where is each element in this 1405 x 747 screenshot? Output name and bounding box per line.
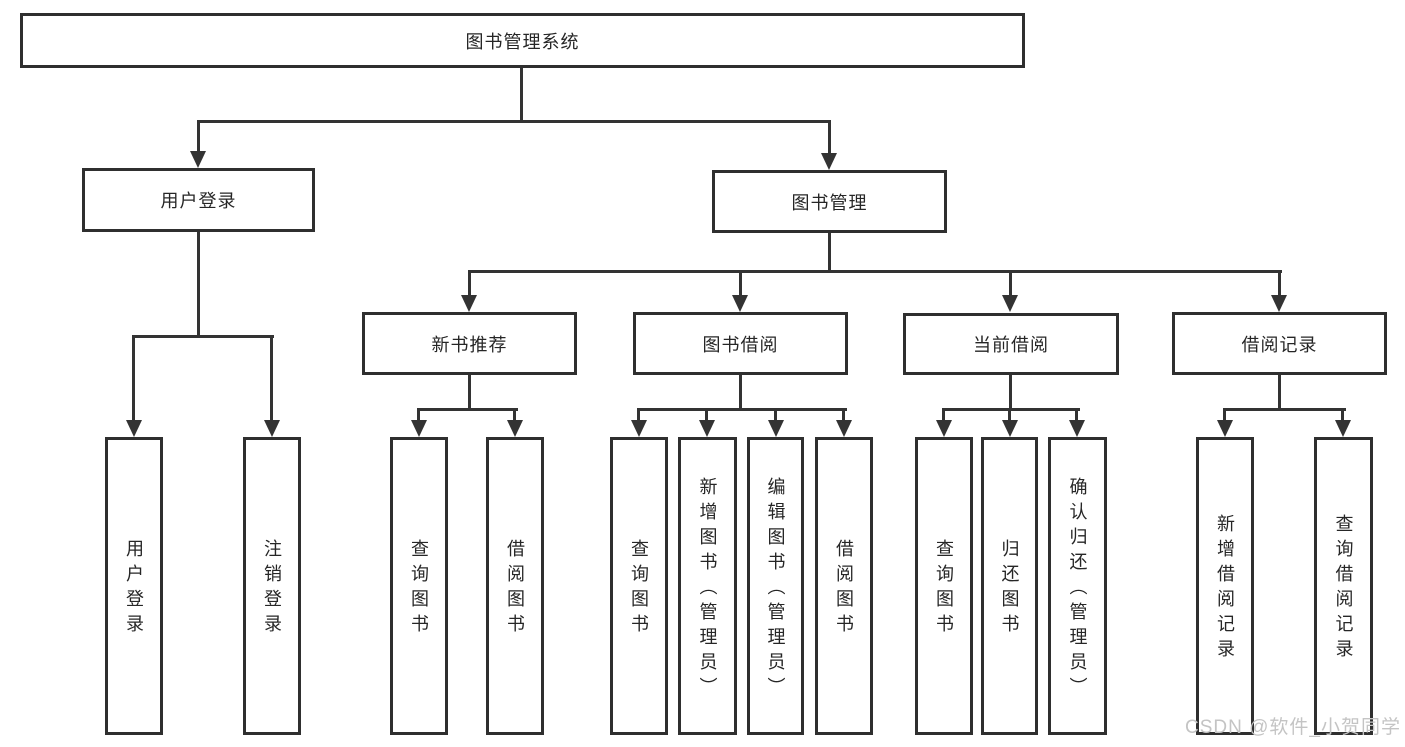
arrowhead-down-icon — [1069, 420, 1085, 437]
leaf-query-books-recommend: 查询图书 — [390, 437, 448, 735]
leaf-add-books-admin: 新增图书（管理员） — [678, 437, 737, 735]
leaf-query-books-borrow: 查询图书 — [610, 437, 668, 735]
connector-arrow-stem — [197, 120, 200, 153]
csdn-watermark: CSDN @软件_小贺同学 — [1185, 717, 1401, 738]
leaf-edit-books-admin: 编辑图书（管理员） — [747, 437, 804, 735]
leaf-borrow-books-recommend: 借阅图书 — [486, 437, 544, 735]
arrowhead-down-icon — [1335, 420, 1351, 437]
arrowhead-down-icon — [190, 151, 206, 168]
connector-current-borrow-stem — [1009, 375, 1012, 408]
arrowhead-down-icon — [507, 420, 523, 437]
connector-arrow-stem — [739, 270, 742, 297]
connector-arrow-stem — [842, 408, 845, 422]
node-borrow-record: 借阅记录 — [1172, 312, 1387, 375]
arrowhead-down-icon — [631, 420, 647, 437]
arrowhead-down-icon — [1217, 420, 1233, 437]
node-book-management: 图书管理 — [712, 170, 947, 233]
node-book-borrow: 图书借阅 — [633, 312, 848, 375]
arrowhead-down-icon — [461, 295, 477, 312]
arrowhead-down-icon — [836, 420, 852, 437]
connector-arrow-stem — [637, 408, 640, 422]
connector-current-borrow-branch — [942, 408, 1080, 411]
leaf-confirm-return-admin: 确认归还（管理员） — [1048, 437, 1107, 735]
connector-arrow-stem — [828, 120, 831, 155]
connector-arrow-stem — [1223, 408, 1226, 422]
connector-level3-branch — [468, 270, 1282, 273]
connector-user-login-branch — [132, 335, 274, 338]
node-user-login: 用户登录 — [82, 168, 315, 232]
arrowhead-down-icon — [264, 420, 280, 437]
arrowhead-down-icon — [1002, 420, 1018, 437]
leaf-query-borrow-record: 查询借阅记录 — [1314, 437, 1373, 735]
connector-borrow-record-stem — [1278, 375, 1281, 408]
node-current-borrow: 当前借阅 — [903, 313, 1119, 375]
connector-new-book-stem — [468, 375, 471, 408]
connector-arrow-stem — [513, 408, 516, 422]
connector-arrow-stem — [132, 335, 135, 421]
connector-arrow-stem — [468, 270, 471, 297]
node-new-book-recommend: 新书推荐 — [362, 312, 577, 375]
connector-arrow-stem — [1009, 270, 1012, 297]
connector-new-book-branch — [417, 408, 518, 411]
connector-arrow-stem — [705, 408, 708, 422]
arrowhead-down-icon — [936, 420, 952, 437]
arrowhead-down-icon — [1271, 295, 1287, 312]
connector-book-borrow-stem — [739, 375, 742, 408]
leaf-query-books-current: 查询图书 — [915, 437, 973, 735]
leaf-user-login: 用户登录 — [105, 437, 163, 735]
leaf-logout: 注销登录 — [243, 437, 301, 735]
arrowhead-down-icon — [411, 420, 427, 437]
arrowhead-down-icon — [732, 295, 748, 312]
connector-level2-branch — [197, 120, 831, 123]
node-root: 图书管理系统 — [20, 13, 1025, 68]
connector-book-borrow-branch — [637, 408, 847, 411]
connector-arrow-stem — [1008, 408, 1011, 422]
connector-arrow-stem — [1341, 408, 1344, 422]
connector-borrow-record-branch — [1223, 408, 1346, 411]
connector-arrow-stem — [942, 408, 945, 422]
arrowhead-down-icon — [768, 420, 784, 437]
connector-book-management-stem — [828, 233, 831, 270]
connector-user-login-stem — [197, 232, 200, 335]
arrowhead-down-icon — [699, 420, 715, 437]
connector-arrow-stem — [774, 408, 777, 422]
connector-arrow-stem — [1075, 408, 1078, 422]
connector-arrow-stem — [417, 408, 420, 422]
connector-arrow-stem — [270, 335, 273, 421]
connector-arrow-stem — [1278, 270, 1281, 297]
arrowhead-down-icon — [1002, 295, 1018, 312]
leaf-return-books: 归还图书 — [981, 437, 1038, 735]
arrowhead-down-icon — [126, 420, 142, 437]
arrowhead-down-icon — [821, 153, 837, 170]
leaf-add-borrow-record: 新增借阅记录 — [1196, 437, 1254, 735]
leaf-borrow-books: 借阅图书 — [815, 437, 873, 735]
connector-root-stem — [520, 68, 523, 120]
